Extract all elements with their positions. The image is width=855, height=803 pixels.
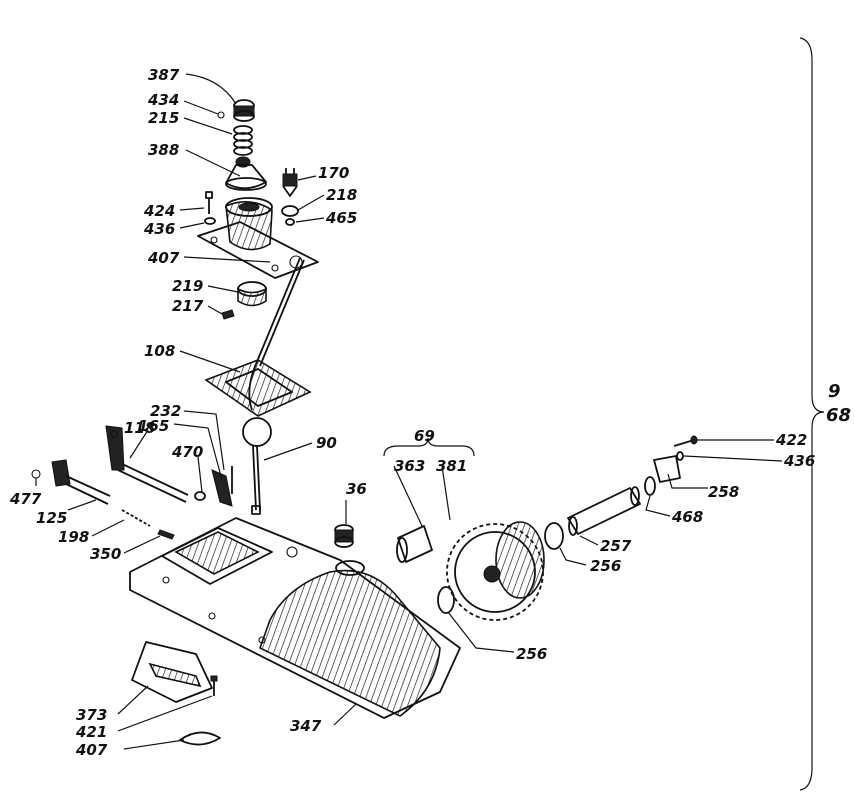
callout-258: 258 — [708, 483, 739, 501]
washer-434 — [217, 111, 225, 119]
rod-125 — [51, 459, 111, 505]
callout-256-lower: 256 — [516, 645, 547, 663]
callout-labels: 387 434 215 388 170 218 465 424 436 407 … — [9, 66, 851, 759]
callout-468: 468 — [671, 508, 703, 526]
callout-215: 215 — [148, 109, 179, 127]
pin-350 — [157, 529, 175, 540]
plug-36 — [334, 524, 354, 548]
callout-477: 477 — [9, 490, 42, 508]
washer-470 — [194, 491, 206, 501]
callout-198: 198 — [58, 528, 89, 546]
bolt-424 — [205, 191, 213, 214]
callout-218: 218 — [326, 186, 357, 204]
ring-477 — [31, 469, 41, 479]
callout-465: 465 — [325, 209, 357, 227]
selector-shaft-118 — [105, 425, 189, 503]
callout-373: 373 — [76, 706, 107, 724]
clip-407 — [179, 731, 221, 746]
leader-lines — [35, 37, 825, 791]
spring-198 — [121, 509, 151, 527]
washer-436 — [204, 217, 216, 225]
callout-165: 165 — [138, 417, 169, 435]
callout-347: 347 — [290, 717, 322, 735]
callout-108: 108 — [144, 342, 175, 360]
callout-219: 219 — [172, 277, 203, 295]
coupling-363 — [396, 525, 433, 563]
fork-165 — [211, 469, 233, 507]
bracket-373 — [131, 641, 213, 703]
callout-36: 36 — [346, 480, 367, 498]
callout-421: 421 — [75, 723, 107, 741]
screw-217 — [221, 309, 235, 320]
plate-258 — [653, 455, 681, 483]
callout-217: 217 — [172, 297, 204, 315]
housing-347 — [129, 517, 461, 719]
callout-363: 363 — [394, 457, 425, 475]
boot-388 — [225, 156, 267, 191]
ring-468 — [644, 476, 656, 496]
callout-387: 387 — [148, 66, 180, 84]
callout-422: 422 — [775, 431, 807, 449]
callout-381: 381 — [436, 457, 467, 475]
callout-424: 424 — [143, 202, 175, 220]
washer-256-upper — [544, 522, 564, 550]
group-number-top: 9 — [828, 381, 841, 402]
callout-388: 388 — [148, 141, 179, 159]
callout-407-clip: 407 — [75, 741, 108, 759]
callout-436-right: 436 — [783, 452, 815, 470]
washer-218 — [281, 205, 299, 217]
callout-118: 118 — [124, 419, 155, 437]
cover-407 — [197, 197, 319, 279]
parts-drawing — [31, 99, 698, 746]
callout-407-cover: 407 — [147, 249, 180, 267]
gear-381 — [446, 521, 545, 621]
callout-350: 350 — [90, 545, 121, 563]
callout-90: 90 — [316, 434, 337, 452]
callout-257: 257 — [600, 537, 632, 555]
spring-215 — [233, 125, 253, 156]
bolt-422 — [673, 435, 698, 447]
washer-465 — [285, 218, 295, 226]
washer-256-lower — [437, 586, 455, 614]
callout-436: 436 — [143, 220, 175, 238]
callout-232: 232 — [150, 402, 181, 420]
callout-434: 434 — [147, 91, 179, 109]
bushing-219 — [237, 281, 267, 307]
bolt-421 — [210, 675, 218, 696]
washer-436-right — [676, 451, 684, 461]
group-number-bottom: 68 — [826, 405, 851, 426]
callout-125: 125 — [36, 509, 67, 527]
callout-470: 470 — [171, 443, 203, 461]
gasket-108 — [204, 359, 312, 417]
shaft-257 — [567, 486, 641, 536]
callout-256-upper: 256 — [590, 557, 621, 575]
cap-nut-387 — [233, 99, 255, 122]
subgroup-69-label: 69 — [414, 427, 435, 445]
switch-170 — [282, 168, 298, 197]
callout-170: 170 — [318, 164, 349, 182]
